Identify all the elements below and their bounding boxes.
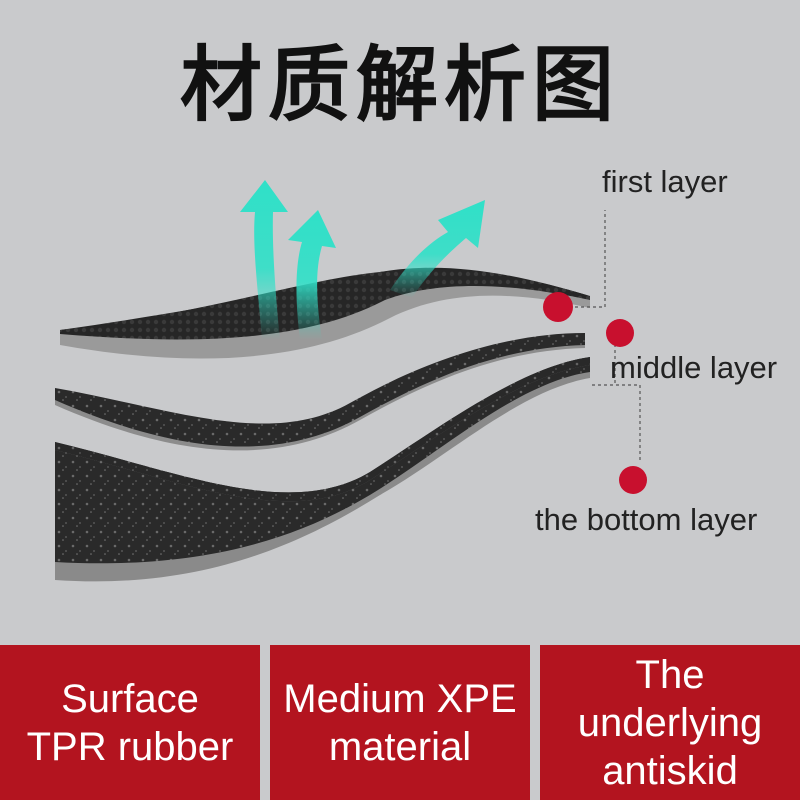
connector-lines — [575, 210, 641, 460]
page-title: 材质解析图 — [179, 38, 620, 133]
layer-diagram — [55, 180, 647, 582]
first-layer — [60, 267, 590, 359]
middle-layer — [55, 333, 585, 451]
bottom-layer-label: the bottom layer — [535, 502, 758, 537]
middle-layer-label: middle layer — [610, 350, 778, 385]
feature-surface: Surface TPR rubber — [0, 645, 260, 800]
feature-middle: Medium XPE material — [270, 645, 530, 800]
first-layer-label: first layer — [602, 164, 728, 199]
middle-layer-marker — [606, 319, 634, 347]
feature-line: material — [328, 724, 472, 769]
feature-line: underlying — [577, 700, 763, 745]
bottom-layer-marker — [619, 466, 647, 494]
first-layer-marker — [543, 292, 573, 322]
feature-line: antiskid — [602, 748, 738, 793]
feature-line: The — [635, 652, 705, 697]
bottom-layer — [55, 357, 590, 582]
feature-line: TPR rubber — [26, 724, 234, 769]
arrow-icon — [240, 180, 485, 340]
feature-line: Medium XPE — [283, 676, 517, 721]
feature-line: Surface — [61, 676, 199, 721]
feature-bar: Surface TPR rubber Medium XPE material T… — [0, 645, 800, 800]
feature-bottom: The underlying antiskid — [540, 645, 800, 800]
